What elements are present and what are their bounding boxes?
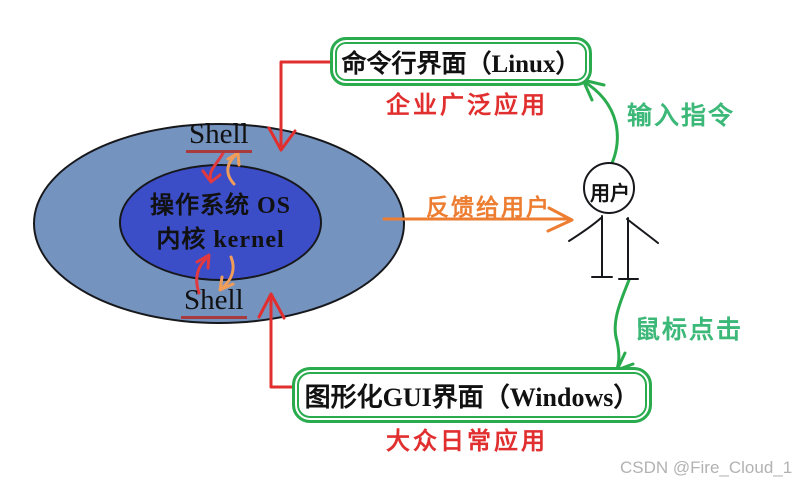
feedback-label: 反馈给用户 <box>426 195 551 220</box>
user-right-arm <box>626 218 659 244</box>
user-label: 用户 <box>590 183 630 205</box>
user-left-arm <box>568 217 602 242</box>
os-kernel-ellipse: 操作系统 OS 内核 kernel <box>119 164 322 281</box>
shell-label-top: Shell <box>186 119 252 153</box>
input-command-arrow <box>581 78 619 165</box>
gui-caption: 大众日常应用 <box>386 429 548 455</box>
mouse-click-arrow <box>613 278 635 372</box>
cli-caption: 企业广泛应用 <box>386 93 548 119</box>
shell-label-bottom: Shell <box>181 285 247 319</box>
mouse-click-label: 鼠标点击 <box>635 317 744 344</box>
watermark: CSDN @Fire_Cloud_1 <box>620 458 793 477</box>
cli-interface-label: 命令行界面（Linux） <box>341 50 581 78</box>
os-kernel-line1: 操作系统 OS <box>149 192 291 219</box>
gui-interface-box: 图形化GUI界面（Windows） <box>292 367 652 423</box>
gui-interface-label: 图形化GUI界面（Windows） <box>304 382 640 412</box>
os-kernel-line2: 内核 kernel <box>156 226 285 253</box>
cli-interface-box: 命令行界面（Linux） <box>330 37 592 86</box>
input-command-label: 输入指令 <box>627 103 736 130</box>
